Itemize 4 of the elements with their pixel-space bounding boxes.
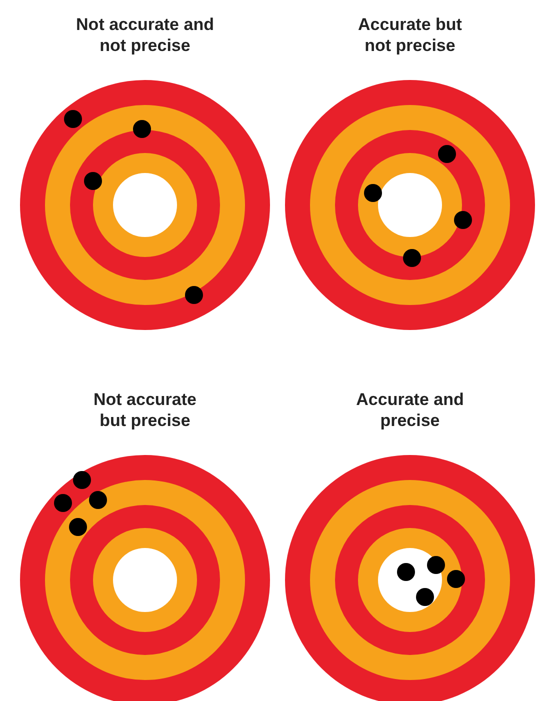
target-heading: Not accurate but precise: [92, 389, 198, 431]
target-heading: Accurate and precise: [355, 389, 465, 431]
target-heading: Not accurate and not precise: [75, 14, 215, 56]
target-heading: Accurate but not precise: [357, 14, 463, 56]
